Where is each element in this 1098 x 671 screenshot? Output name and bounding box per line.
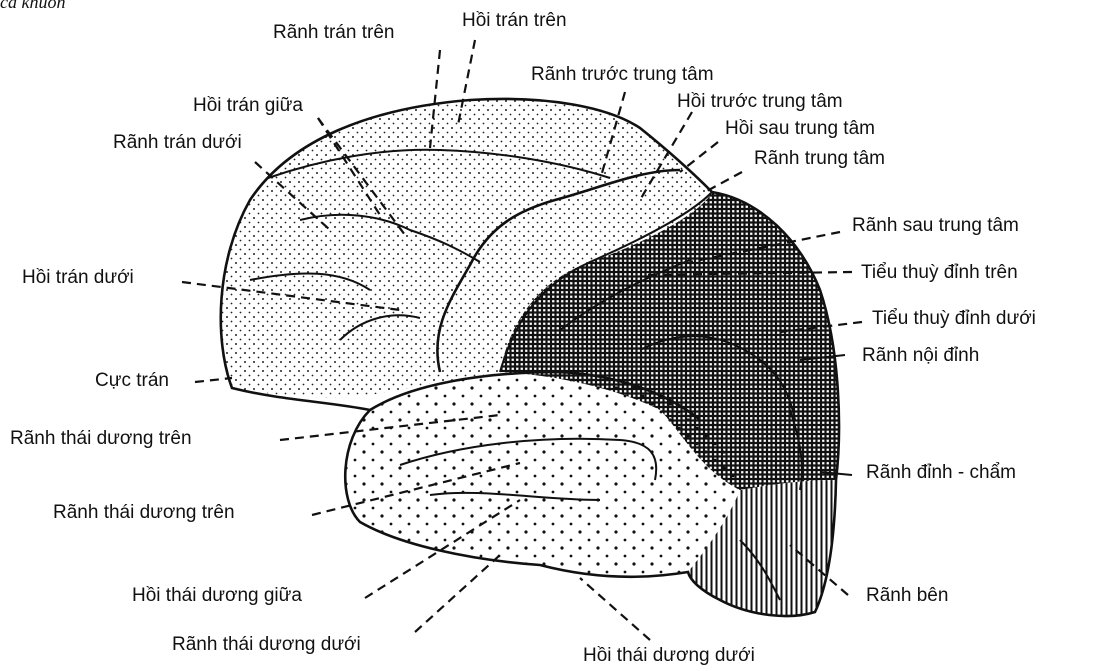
label-hoi-sau-trung-tam: Hồi sau trung tâm bbox=[725, 118, 875, 140]
label-ranh-trung-tam: Rãnh trung tâm bbox=[754, 148, 885, 170]
label-ranh-dinh-cham: Rãnh đỉnh - chẩm bbox=[866, 462, 1016, 484]
label-tieu-thuy-dinh-duoi: Tiểu thuỳ đỉnh dưới bbox=[872, 308, 1036, 330]
label-ranh-sau-trung-tam: Rãnh sau trung tâm bbox=[852, 215, 1019, 237]
corner-caption: cà khuôn bbox=[0, 0, 65, 13]
label-hoi-tran-duoi: Hồi trán dưới bbox=[22, 267, 134, 289]
label-ranh-tran-tren: Rãnh trán trên bbox=[273, 22, 394, 44]
label-cuc-tran: Cực trán bbox=[95, 370, 169, 392]
label-ranh-thai-duong-tren-2: Rãnh thái dương trên bbox=[53, 502, 235, 524]
label-hoi-tran-giua: Hồi trán giữa bbox=[193, 95, 303, 117]
label-hoi-tran-tren: Hồi trán trên bbox=[462, 10, 567, 32]
label-ranh-thai-duong-duoi: Rãnh thái dương dưới bbox=[172, 634, 361, 656]
label-hoi-thai-duong-giua: Hồi thái dương giữa bbox=[132, 585, 302, 607]
label-ranh-ben: Rãnh bên bbox=[866, 585, 948, 607]
label-ranh-noi-dinh: Rãnh nội đỉnh bbox=[862, 345, 979, 367]
label-hoi-thai-duong-duoi: Hồi thái dương dưới bbox=[583, 645, 755, 667]
label-hoi-truoc-trung-tam: Hồi trước trung tâm bbox=[677, 91, 843, 113]
label-ranh-tran-duoi: Rãnh trán dưới bbox=[113, 132, 242, 154]
label-tieu-thuy-dinh-tren: Tiểu thuỳ đỉnh trên bbox=[861, 262, 1018, 284]
label-ranh-truoc-trung-tam: Rãnh trước trung tâm bbox=[531, 64, 714, 86]
label-ranh-thai-duong-tren-1: Rãnh thái dương trên bbox=[10, 428, 192, 450]
